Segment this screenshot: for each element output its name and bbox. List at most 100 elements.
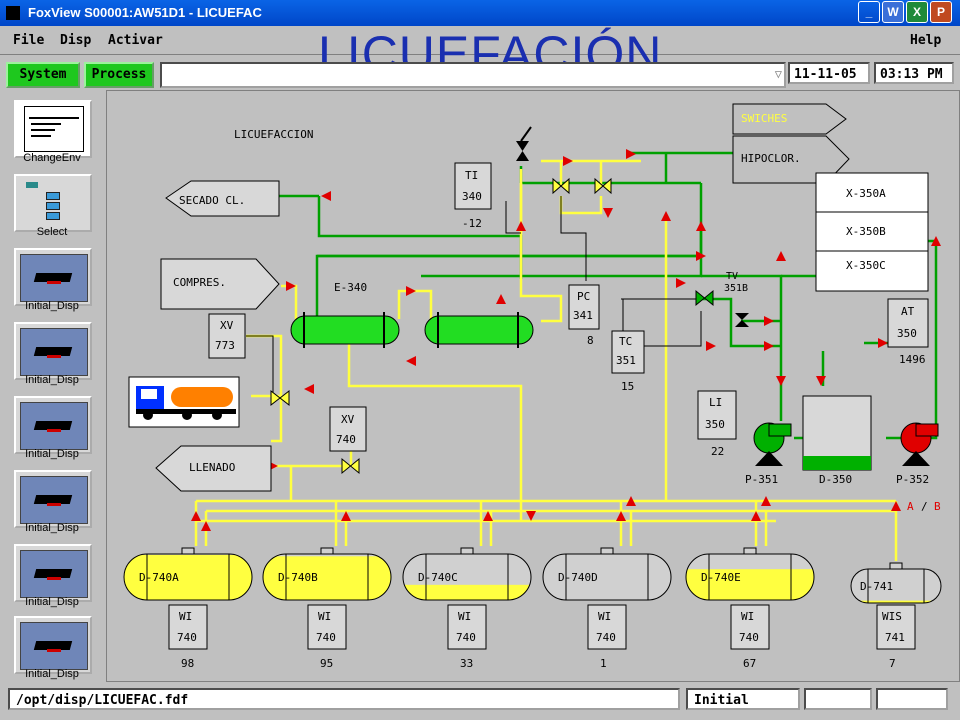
- tank-weight-value: 7: [889, 657, 896, 670]
- llenado-panel[interactable]: LLENADO: [155, 445, 272, 492]
- area-title: LICUEFACCION: [234, 128, 313, 141]
- b-label[interactable]: B: [934, 500, 941, 513]
- x350a-label[interactable]: X-350A: [846, 187, 886, 200]
- svg-text:XV: XV: [220, 319, 234, 332]
- flow-arrow-icon: [878, 338, 888, 348]
- li350-value: 22: [711, 445, 724, 458]
- flow-arrow-icon: [764, 341, 774, 351]
- sidebar-label: Initial_Disp: [25, 300, 79, 312]
- initial-disp-button[interactable]: [14, 322, 92, 380]
- time-display: 03:13 PM: [874, 62, 954, 84]
- initial-disp-button[interactable]: [14, 248, 92, 306]
- display-thumbnail-icon: [20, 328, 88, 376]
- menu-help[interactable]: Help: [910, 33, 942, 48]
- secado-panel[interactable]: SECADO CL.: [165, 180, 280, 217]
- valve-icon: [516, 141, 529, 161]
- tank-weight-value: 67: [743, 657, 756, 670]
- tv-tag: TV: [726, 271, 738, 282]
- instrument-at350[interactable]: AT 350 1496: [887, 298, 929, 366]
- flow-arrow-icon: [706, 341, 716, 351]
- swiches-panel[interactable]: SWICHES: [732, 103, 847, 135]
- sidebar-label: Initial_Disp: [25, 374, 79, 386]
- tank-level-fill: [124, 554, 252, 600]
- flow-arrow-icon: [696, 221, 706, 231]
- flow-arrow-icon: [931, 236, 941, 246]
- valve-icons[interactable]: [270, 126, 749, 475]
- compres-panel[interactable]: COMPRES.: [160, 258, 280, 310]
- tank-d350[interactable]: D-350: [802, 395, 872, 486]
- svg-text:740: 740: [316, 631, 336, 644]
- compres-label: COMPRES.: [173, 276, 226, 289]
- instrument-xv740[interactable]: XV 740: [329, 406, 367, 452]
- select-button[interactable]: [14, 174, 92, 232]
- sidebar-label: Initial_Disp: [25, 448, 79, 460]
- flow-arrow-icon: [496, 294, 506, 304]
- svg-text:740: 740: [739, 631, 759, 644]
- instrument-ti340[interactable]: TI 340 -12: [454, 162, 492, 230]
- pump-p352[interactable]: P-352: [896, 422, 939, 486]
- instrument-li350[interactable]: LI 350 22: [697, 390, 737, 458]
- x350c-label[interactable]: X-350C: [846, 259, 886, 272]
- menu-file[interactable]: File: [13, 33, 45, 48]
- tank-name: D-740C: [418, 571, 458, 584]
- ti340-value: -12: [462, 217, 482, 230]
- initial-disp-button[interactable]: [14, 396, 92, 454]
- svg-text:341: 341: [573, 309, 593, 322]
- valve-icon: [735, 313, 749, 327]
- svg-text:350: 350: [897, 327, 917, 340]
- command-combo[interactable]: ▽: [160, 62, 786, 88]
- process-button[interactable]: Process: [84, 62, 154, 88]
- x350b-label[interactable]: X-350B: [846, 225, 886, 238]
- menu-activar[interactable]: Activar: [108, 33, 163, 48]
- svg-text:741: 741: [885, 631, 905, 644]
- instrument-pc341[interactable]: PC 341 8: [568, 284, 600, 347]
- truck-icon[interactable]: [128, 376, 240, 428]
- excel-icon[interactable]: X: [906, 1, 928, 23]
- svg-text:WI: WI: [741, 610, 754, 623]
- tank-weight-value: 98: [181, 657, 194, 670]
- storage-tanks: D-740AWI74098D-740BWI74095D-740CWI74033D…: [123, 547, 942, 670]
- tank-weight-value: 1: [600, 657, 607, 670]
- dropdown-arrow-icon[interactable]: ▽: [774, 67, 782, 81]
- powerpoint-icon[interactable]: P: [930, 1, 952, 23]
- tank-name: D-740D: [558, 571, 598, 584]
- svg-text:350: 350: [705, 418, 725, 431]
- system-button[interactable]: System: [6, 62, 80, 88]
- svg-text:LI: LI: [709, 396, 722, 409]
- a-label[interactable]: A: [907, 500, 914, 513]
- tank-level-fill: [263, 556, 391, 600]
- flow-arrow-icon: [751, 511, 761, 521]
- sidebar-label: Initial_Disp: [25, 522, 79, 534]
- pump-p351[interactable]: P-351: [745, 422, 792, 486]
- svg-text:WI: WI: [179, 610, 192, 623]
- changeenv-button[interactable]: [14, 100, 92, 158]
- instrument-tc351[interactable]: TC 351 15: [611, 330, 645, 393]
- hipoclor-panel[interactable]: HIPOCLOR.: [732, 135, 850, 184]
- tank-name: D-741: [860, 580, 893, 593]
- valve-icon: [341, 457, 360, 475]
- svg-text:740: 740: [596, 631, 616, 644]
- instrument-xv773[interactable]: XV 773: [208, 313, 246, 359]
- minimize-icon[interactable]: _: [858, 1, 880, 23]
- initial-disp-button[interactable]: [14, 470, 92, 528]
- word-icon[interactable]: W: [882, 1, 904, 23]
- flow-arrow-icon: [603, 208, 613, 218]
- flow-arrow-icon: [816, 376, 826, 386]
- tank-level-fill: [851, 600, 941, 603]
- heat-exchanger-e340[interactable]: E-340: [290, 281, 534, 348]
- tc351-value: 15: [621, 380, 634, 393]
- flow-arrow-icon: [661, 211, 671, 221]
- initial-disp-button[interactable]: [14, 544, 92, 602]
- initial-disp-button[interactable]: [14, 616, 92, 674]
- menu-disp[interactable]: Disp: [60, 33, 92, 48]
- flow-arrow-icon: [516, 221, 526, 231]
- environment-field: Initial: [686, 688, 800, 710]
- window-system-icon[interactable]: [6, 6, 20, 20]
- flow-arrow-icon: [191, 511, 201, 521]
